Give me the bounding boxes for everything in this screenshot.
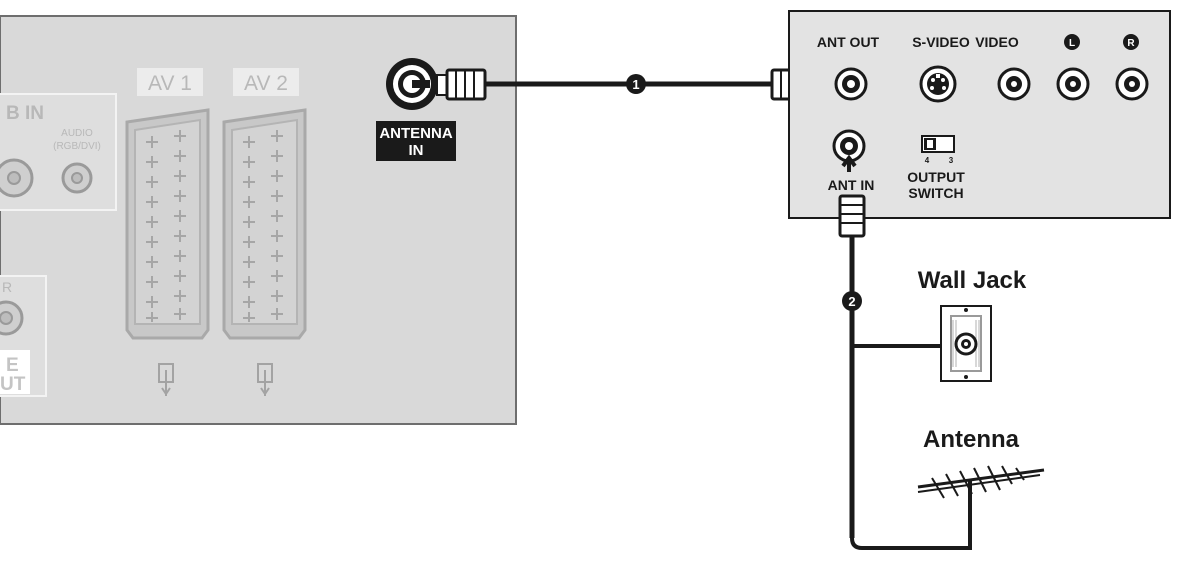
vcr-panel-body xyxy=(788,10,1171,219)
av1-input-arrow-icon xyxy=(158,363,174,396)
rgb-in-label: B IN xyxy=(6,103,44,124)
audio-left-letter: L xyxy=(1069,38,1075,49)
antenna-icon xyxy=(917,465,1045,500)
av1-label-box xyxy=(137,68,203,96)
rgb-jack-partial-icon xyxy=(0,158,34,198)
audio-left-badge-icon: L xyxy=(1064,34,1080,50)
audio-label: AUDIO xyxy=(61,128,93,139)
audio-right-jack-icon xyxy=(1115,67,1149,101)
antenna-label: Antenna xyxy=(923,426,1020,453)
wall-jack-icon xyxy=(940,305,992,382)
ant-out-label: ANT OUT xyxy=(817,34,880,50)
cable-2-vcr-plug xyxy=(838,194,866,238)
antenna-cable-wire xyxy=(850,480,972,550)
s-video-label: S-VIDEO xyxy=(912,34,970,50)
av2-scart-connector xyxy=(222,108,307,340)
av2-label-box xyxy=(233,68,299,96)
step-2-number: 2 xyxy=(848,294,855,309)
step-1-badge: 1 xyxy=(626,74,646,94)
ant-in-label: ANT IN xyxy=(828,177,875,193)
tv-antenna-in-jack-icon xyxy=(386,58,438,110)
video-jack-icon xyxy=(997,67,1031,101)
audio-left-jack-icon xyxy=(1056,67,1090,101)
step-2-badge: 2 xyxy=(842,291,862,311)
output-switch-icon xyxy=(921,135,955,153)
audio-jack-icon xyxy=(61,162,93,194)
av1-scart-pins xyxy=(146,130,186,322)
av1-label: AV 1 xyxy=(148,72,192,95)
av2-input-arrow-icon xyxy=(257,363,273,396)
av1-scart-connector xyxy=(125,108,210,340)
antenna-in-label-box xyxy=(376,121,456,161)
edge-text-line1: E xyxy=(6,355,19,376)
audio-right-letter: R xyxy=(1127,38,1135,49)
vcr-ant-out-jack-icon xyxy=(834,67,868,101)
vcr-back-panel: ANT OUT S-VIDEO VIDEO L R xyxy=(788,10,1171,219)
antenna-in-label: ANTENNA xyxy=(379,125,452,142)
antenna-in-label-line2: IN xyxy=(409,142,424,159)
output-switch-label-line2: SWITCH xyxy=(908,185,963,201)
edge-text-line2: UT xyxy=(0,374,26,395)
tv-back-panel: B IN AUDIO (RGB/DVI) R E UT AV 1 AV 2 xyxy=(0,15,517,425)
s-video-jack-icon xyxy=(919,65,957,103)
switch-number-3: 3 xyxy=(949,156,954,165)
cable-2 xyxy=(838,194,972,550)
ant-in-arrow-icon xyxy=(841,154,857,172)
step-1-number: 1 xyxy=(632,77,639,92)
output-switch-label: OUTPUT xyxy=(907,169,965,185)
edge-letter-r: R xyxy=(2,279,12,295)
av2-label: AV 2 xyxy=(244,72,288,95)
audio-right-badge-icon: R xyxy=(1123,34,1139,50)
switch-number-4: 4 xyxy=(925,156,930,165)
video-label: VIDEO xyxy=(975,34,1019,50)
component-jack-partial-icon xyxy=(0,300,24,336)
audio-rgb-dvi-label: (RGB/DVI) xyxy=(53,141,101,152)
wall-jack-label: Wall Jack xyxy=(918,267,1027,294)
av2-scart-pins xyxy=(243,130,283,322)
edge-label-box xyxy=(0,350,30,394)
